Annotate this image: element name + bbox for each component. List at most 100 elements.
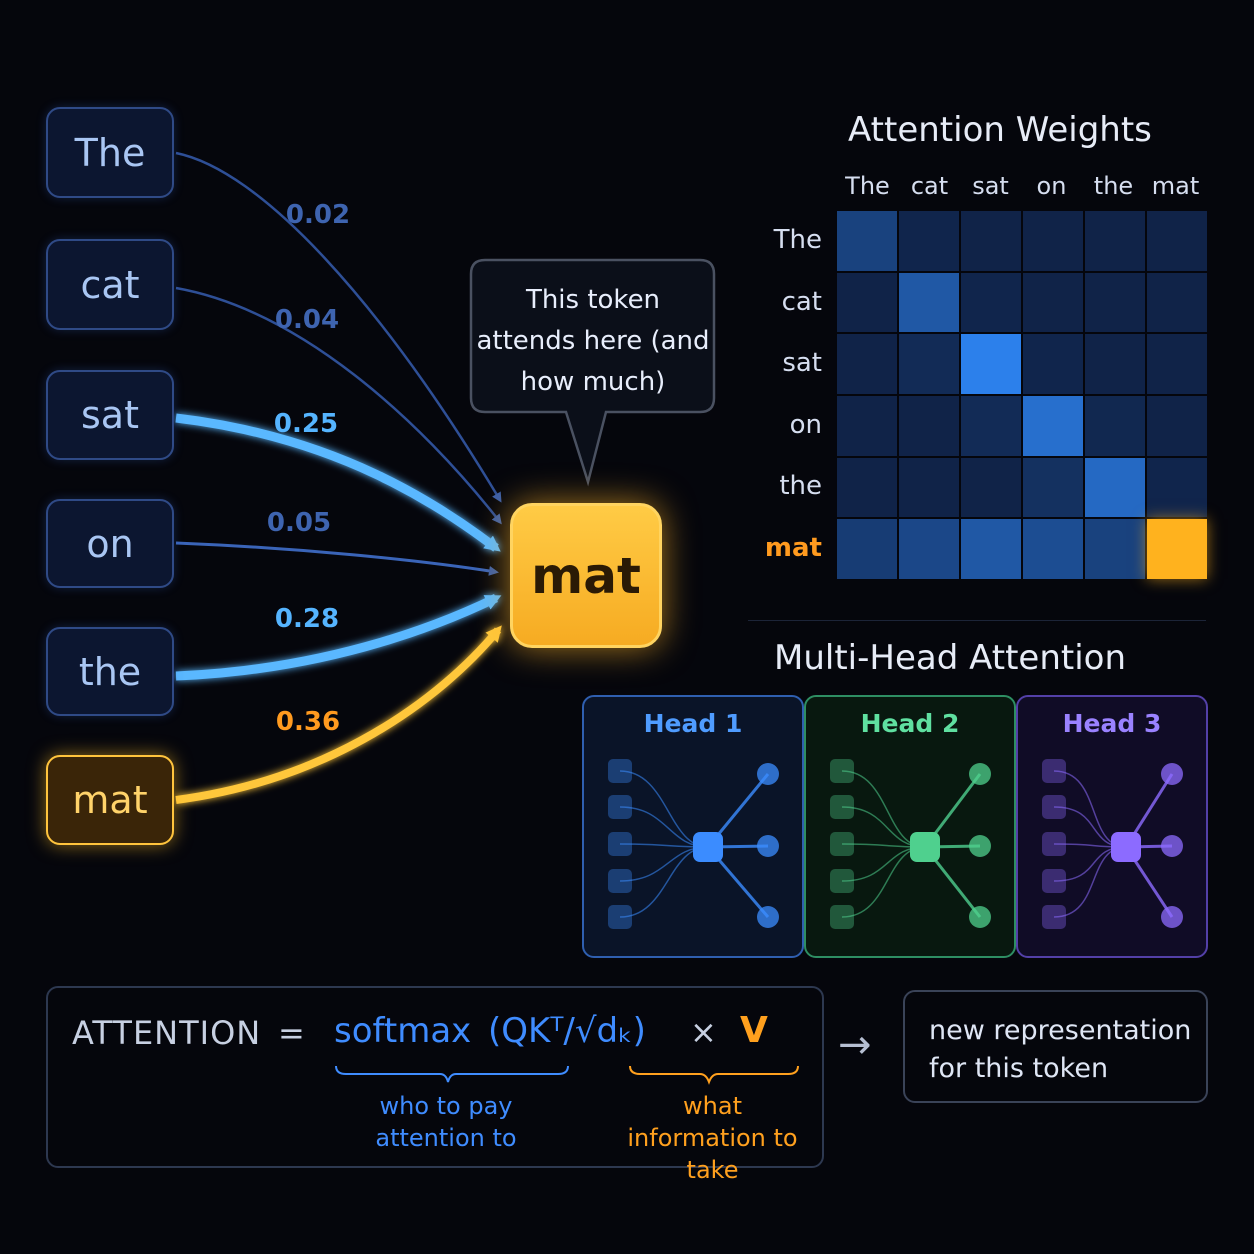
heatmap-cell (899, 211, 959, 271)
formula-attention: ATTENTION (72, 1014, 262, 1052)
heatmap-cell (961, 334, 1021, 394)
heatmap-col-label: mat (1151, 172, 1200, 200)
weight-the: 0.02 (285, 200, 351, 230)
heatmap-cell (899, 334, 959, 394)
head-input-node (830, 795, 854, 819)
connection-cat (175, 286, 502, 525)
weight-cat: 0.04 (274, 305, 340, 335)
heatmap-cell (1147, 519, 1207, 579)
formula-equals: = (278, 1014, 305, 1052)
head-input-node (1042, 832, 1066, 856)
formula-times: × (690, 1013, 717, 1051)
weight-mat: 0.36 (275, 707, 341, 737)
heatmap-row-label: cat (781, 287, 822, 317)
heatmap-cell (1085, 457, 1145, 518)
section-divider (748, 620, 1206, 621)
formula-qk-term: (QKᵀ/√dₖ) (488, 1011, 646, 1051)
heatmap-cell (837, 272, 897, 333)
note-who-to-pay-attention: who to pay attention to (375, 1092, 517, 1152)
token-on: on (46, 499, 174, 588)
head-input-node (830, 869, 854, 893)
heatmap-cell (837, 334, 897, 394)
heatmap-cell (961, 457, 1021, 518)
head-output-node (1161, 763, 1183, 785)
connection-sat (175, 413, 501, 552)
note-what-information: what information to take (627, 1092, 798, 1184)
head-input-node (1042, 869, 1066, 893)
heatmap-cell (961, 396, 1021, 456)
connection-the (175, 151, 502, 503)
heatmap-col-label: on (1036, 172, 1067, 200)
token-the: The (46, 107, 174, 198)
heatmap-cell (1023, 334, 1083, 394)
head-3-label: Head 3 (1062, 709, 1162, 738)
head-input-node (1042, 759, 1066, 783)
heatmap-cell (1147, 211, 1207, 271)
token-sat: sat (46, 370, 174, 460)
head-input-node (1042, 795, 1066, 819)
heatmap-cell (961, 519, 1021, 579)
heatmap-cell (1023, 396, 1083, 456)
head-center-node (693, 832, 723, 862)
heatmap-col-label: sat (972, 172, 1009, 200)
heatmap-row-label: sat (782, 348, 822, 378)
token-the-2: the (46, 627, 174, 716)
weight-sat: 0.25 (273, 409, 339, 439)
heatmap-row-label: the (779, 471, 822, 501)
heatmap-cell (1147, 396, 1207, 456)
weight-on: 0.05 (266, 508, 332, 538)
heatmap-col-label: cat (910, 172, 949, 200)
focus-token: mat (510, 503, 662, 648)
heatmap-cell (899, 457, 959, 518)
heatmap-cell (1147, 272, 1207, 333)
right-arrow-icon: → (838, 1022, 872, 1068)
heatmap-cell (899, 396, 959, 456)
token-cat: cat (46, 239, 174, 330)
formula-v: V (740, 1010, 768, 1051)
heatmap-row-label: on (789, 410, 822, 440)
heatmap-cell (961, 211, 1021, 271)
heatmap-cell (1085, 396, 1145, 456)
heatmap-cell (1023, 457, 1083, 518)
head-2-panel: Head 2 (804, 695, 1016, 958)
heatmap-cell (1085, 334, 1145, 394)
head-input-node (608, 832, 632, 856)
head-input-node (830, 759, 854, 783)
output-box: new representation for this token (903, 990, 1208, 1103)
heatmap-cell (837, 457, 897, 518)
head-center-node (1111, 832, 1141, 862)
formula-box (46, 986, 824, 1168)
connection-on (175, 541, 499, 576)
head-output-node (1161, 906, 1183, 928)
heatmap-cell (837, 211, 897, 271)
formula-softmax: softmax (334, 1011, 472, 1051)
heatmap-col-label: the (1093, 172, 1134, 200)
head-3-panel: Head 3 (1016, 695, 1208, 958)
heatmap-cell (1085, 211, 1145, 271)
connection-the-2 (175, 593, 502, 681)
weight-the-2: 0.28 (274, 604, 340, 634)
head-2-label: Head 2 (860, 709, 960, 738)
head-output-node (969, 835, 991, 857)
connection-mat (175, 625, 502, 804)
heatmap-cell (899, 272, 959, 333)
heatmap-grid (837, 211, 1207, 579)
head-output-node (757, 835, 779, 857)
head-output-node (757, 763, 779, 785)
callout-text: This token attends here (and how much) (476, 285, 710, 397)
head-input-node (1042, 905, 1066, 929)
head-input-node (608, 795, 632, 819)
heatmap-cell (1023, 519, 1083, 579)
token-mat: mat (46, 755, 174, 845)
heatmap-cell (1147, 457, 1207, 518)
head-input-node (608, 905, 632, 929)
head-output-node (757, 906, 779, 928)
heatmap-cell (1085, 272, 1145, 333)
heatmap-cell (899, 519, 959, 579)
head-2-network-icon (830, 759, 991, 929)
head-input-node (608, 869, 632, 893)
callout-bubble (469, 258, 716, 487)
head-input-node (830, 905, 854, 929)
head-input-node (830, 832, 854, 856)
